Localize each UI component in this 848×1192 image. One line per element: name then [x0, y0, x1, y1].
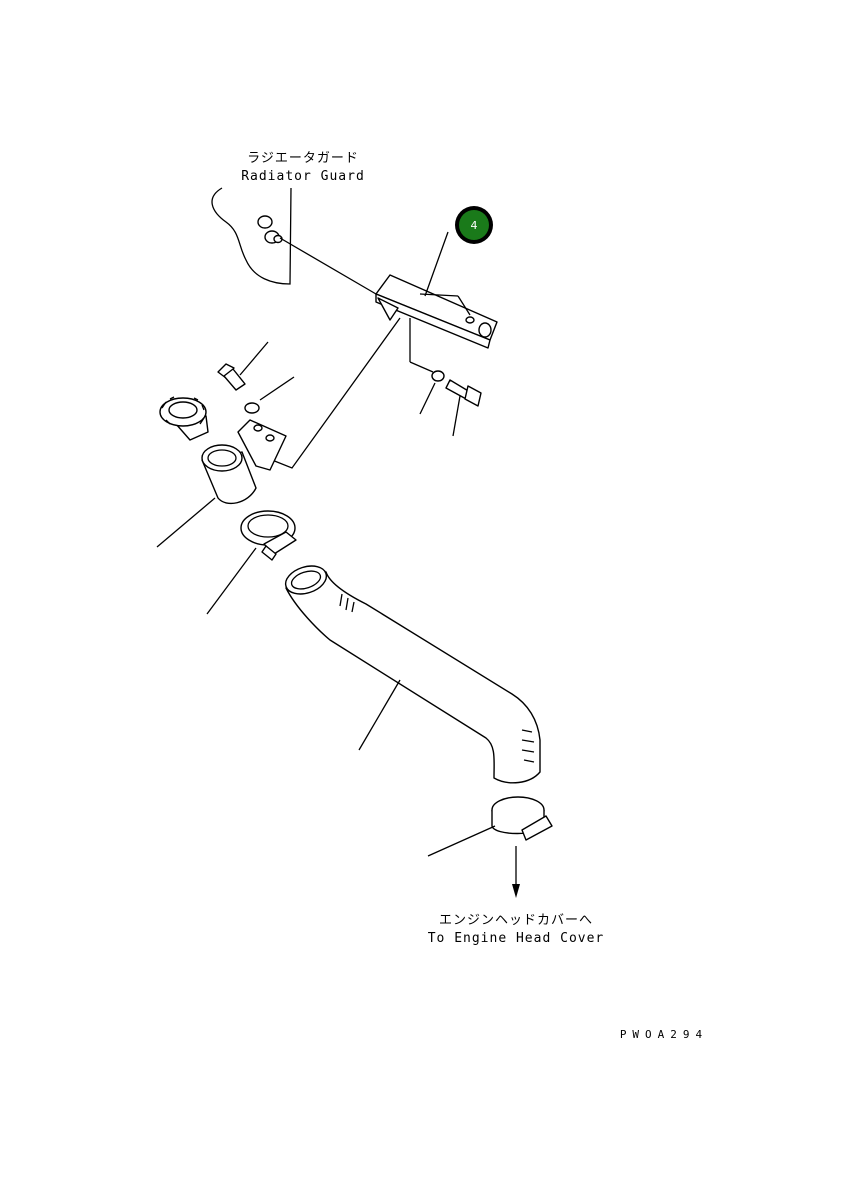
- leader-line: [239, 341, 269, 376]
- drawing-code: PWOA294: [620, 1028, 708, 1041]
- guard-nut: [257, 215, 283, 244]
- leader-line: [427, 825, 496, 857]
- engine-head-cover-label-en: To Engine Head Cover: [428, 931, 605, 946]
- leader-line: [259, 376, 295, 401]
- radiator-guard-outline: [211, 187, 292, 285]
- bolt-part: [445, 379, 482, 407]
- flow-arrow-down: [512, 846, 520, 898]
- leader-line: [452, 395, 461, 437]
- callout-leader: [424, 231, 449, 297]
- bolt-part: [217, 363, 246, 391]
- leader-line: [271, 317, 401, 469]
- hose-part: [284, 565, 541, 784]
- leader-line: [156, 497, 216, 548]
- washer-part: [244, 402, 260, 414]
- leader-line: [206, 547, 257, 615]
- washer-part: [431, 370, 445, 382]
- radiator-guard-label-jp: ラジエータガード: [247, 151, 359, 166]
- bracket-part: [375, 274, 498, 349]
- hose-clamp-part: [240, 510, 297, 561]
- radiator-guard-label-en: Radiator Guard: [241, 169, 365, 184]
- filler-neck-part: [201, 419, 287, 505]
- leader-line: [279, 237, 377, 295]
- leader-line: [358, 679, 401, 751]
- engine-head-cover-label-jp: エンジンヘッドカバーへ: [439, 913, 593, 928]
- callout-number: 4: [471, 219, 478, 232]
- callout-badge-4[interactable]: 4: [455, 206, 493, 244]
- filler-cap-part: [159, 396, 209, 441]
- leader-line: [419, 382, 436, 415]
- hose-clamp-part: [491, 796, 553, 841]
- leader-line: [409, 361, 434, 373]
